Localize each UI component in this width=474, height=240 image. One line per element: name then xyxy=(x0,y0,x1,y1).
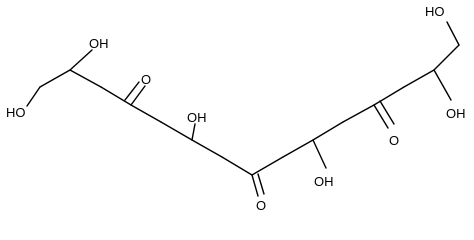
bond-c12-o-double-a xyxy=(373,104,389,129)
bond-c15-oh xyxy=(446,21,460,46)
bond-c12-o-double-b xyxy=(379,100,395,125)
bond-c2-oh xyxy=(69,49,93,71)
carbon-backbone xyxy=(39,44,460,176)
bond-c10-oh xyxy=(312,139,327,169)
label-oh-c10: OH xyxy=(314,174,334,189)
bond-c5-c6 xyxy=(160,121,193,141)
bond-c4-c5 xyxy=(130,104,162,123)
bond-c9-c10 xyxy=(282,139,314,158)
bond-c4-o-double-b xyxy=(124,81,140,101)
bond-c6-oh xyxy=(191,123,196,141)
label-ho-right-end: HO xyxy=(425,4,445,19)
label-oh-c14: OH xyxy=(446,106,466,121)
substituent-bonds xyxy=(26,21,460,197)
bond-c11-c12 xyxy=(342,104,375,123)
bond-c3-c4 xyxy=(100,86,132,106)
bond-c8-c9 xyxy=(251,156,284,176)
bond-c1-oh xyxy=(26,86,41,107)
label-ho-left-end: HO xyxy=(6,105,26,120)
bond-c7-c8 xyxy=(221,156,253,176)
bond-c6-c7 xyxy=(191,139,223,158)
bond-c14-c15 xyxy=(433,44,460,71)
label-o-c8: O xyxy=(256,198,266,213)
label-o-c12: O xyxy=(389,133,399,148)
label-oh-c6: OH xyxy=(187,110,207,125)
bond-c12-c13 xyxy=(373,86,405,106)
bond-c8-o-double-b xyxy=(257,173,265,195)
bond-c2-c3 xyxy=(69,69,102,88)
atom-labels: HO OH O OH O OH O OH HO xyxy=(6,4,466,213)
label-o-c4: O xyxy=(141,72,151,87)
bond-c13-c14 xyxy=(403,69,435,88)
bond-c4-o-double-a xyxy=(130,85,146,106)
bond-c14-oh xyxy=(433,69,452,101)
molecule-structure: HO OH O OH O OH O OH HO xyxy=(6,4,466,213)
bond-c1-c2 xyxy=(39,69,71,88)
bond-c10-c11 xyxy=(312,121,344,141)
bond-c8-o-double-a xyxy=(251,174,259,197)
label-oh-c2: OH xyxy=(89,36,109,51)
